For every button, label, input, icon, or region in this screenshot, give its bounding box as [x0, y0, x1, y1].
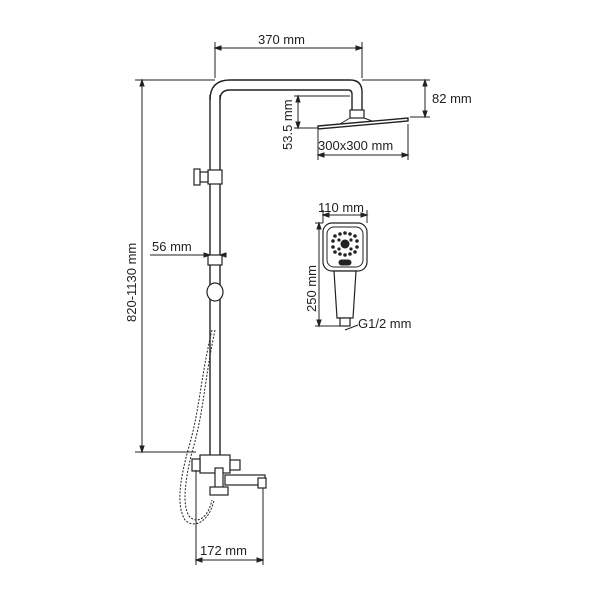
- bath-mixer: [191, 454, 267, 496]
- dim-head-height: 82 mm: [362, 78, 472, 119]
- dim-head-size: 300x300 mm: [316, 124, 410, 160]
- dim-connection-label: G1/2 mm: [358, 316, 411, 331]
- dim-pipe-diameter-label: 56 mm: [152, 239, 192, 254]
- nozzle-pattern: [331, 231, 359, 257]
- hand-shower: [322, 222, 368, 327]
- dim-arm-length: 370 mm: [213, 32, 364, 78]
- dim-head-thickness-label: 53.5 mm: [280, 99, 295, 150]
- height-adjust-clamp: [193, 168, 223, 186]
- dim-spout-depth: 172 mm: [194, 470, 265, 565]
- dim-hand-length-label: 250 mm: [304, 265, 319, 312]
- shower-column: [209, 79, 363, 455]
- dim-column-height: 820-1130 mm: [124, 78, 215, 454]
- dim-connection: G1/2 mm: [344, 316, 411, 331]
- shower-hose: [179, 329, 216, 525]
- rain-shower-head: [317, 109, 409, 130]
- dim-head-size-label: 300x300 mm: [318, 138, 393, 153]
- dim-hand-width-label: 110 mm: [318, 200, 364, 215]
- dim-column-height-label: 820-1130 mm: [124, 243, 139, 322]
- dim-pipe-diameter: 56 mm: [150, 239, 227, 258]
- dim-head-thickness: 53.5 mm: [280, 94, 350, 150]
- dim-head-height-label: 82 mm: [432, 91, 472, 106]
- dim-hand-width: 110 mm: [318, 200, 369, 223]
- dim-arm-length-label: 370 mm: [258, 32, 305, 47]
- dim-spout-depth-label: 172 mm: [200, 543, 247, 558]
- dim-hand-length: 250 mm: [304, 221, 340, 328]
